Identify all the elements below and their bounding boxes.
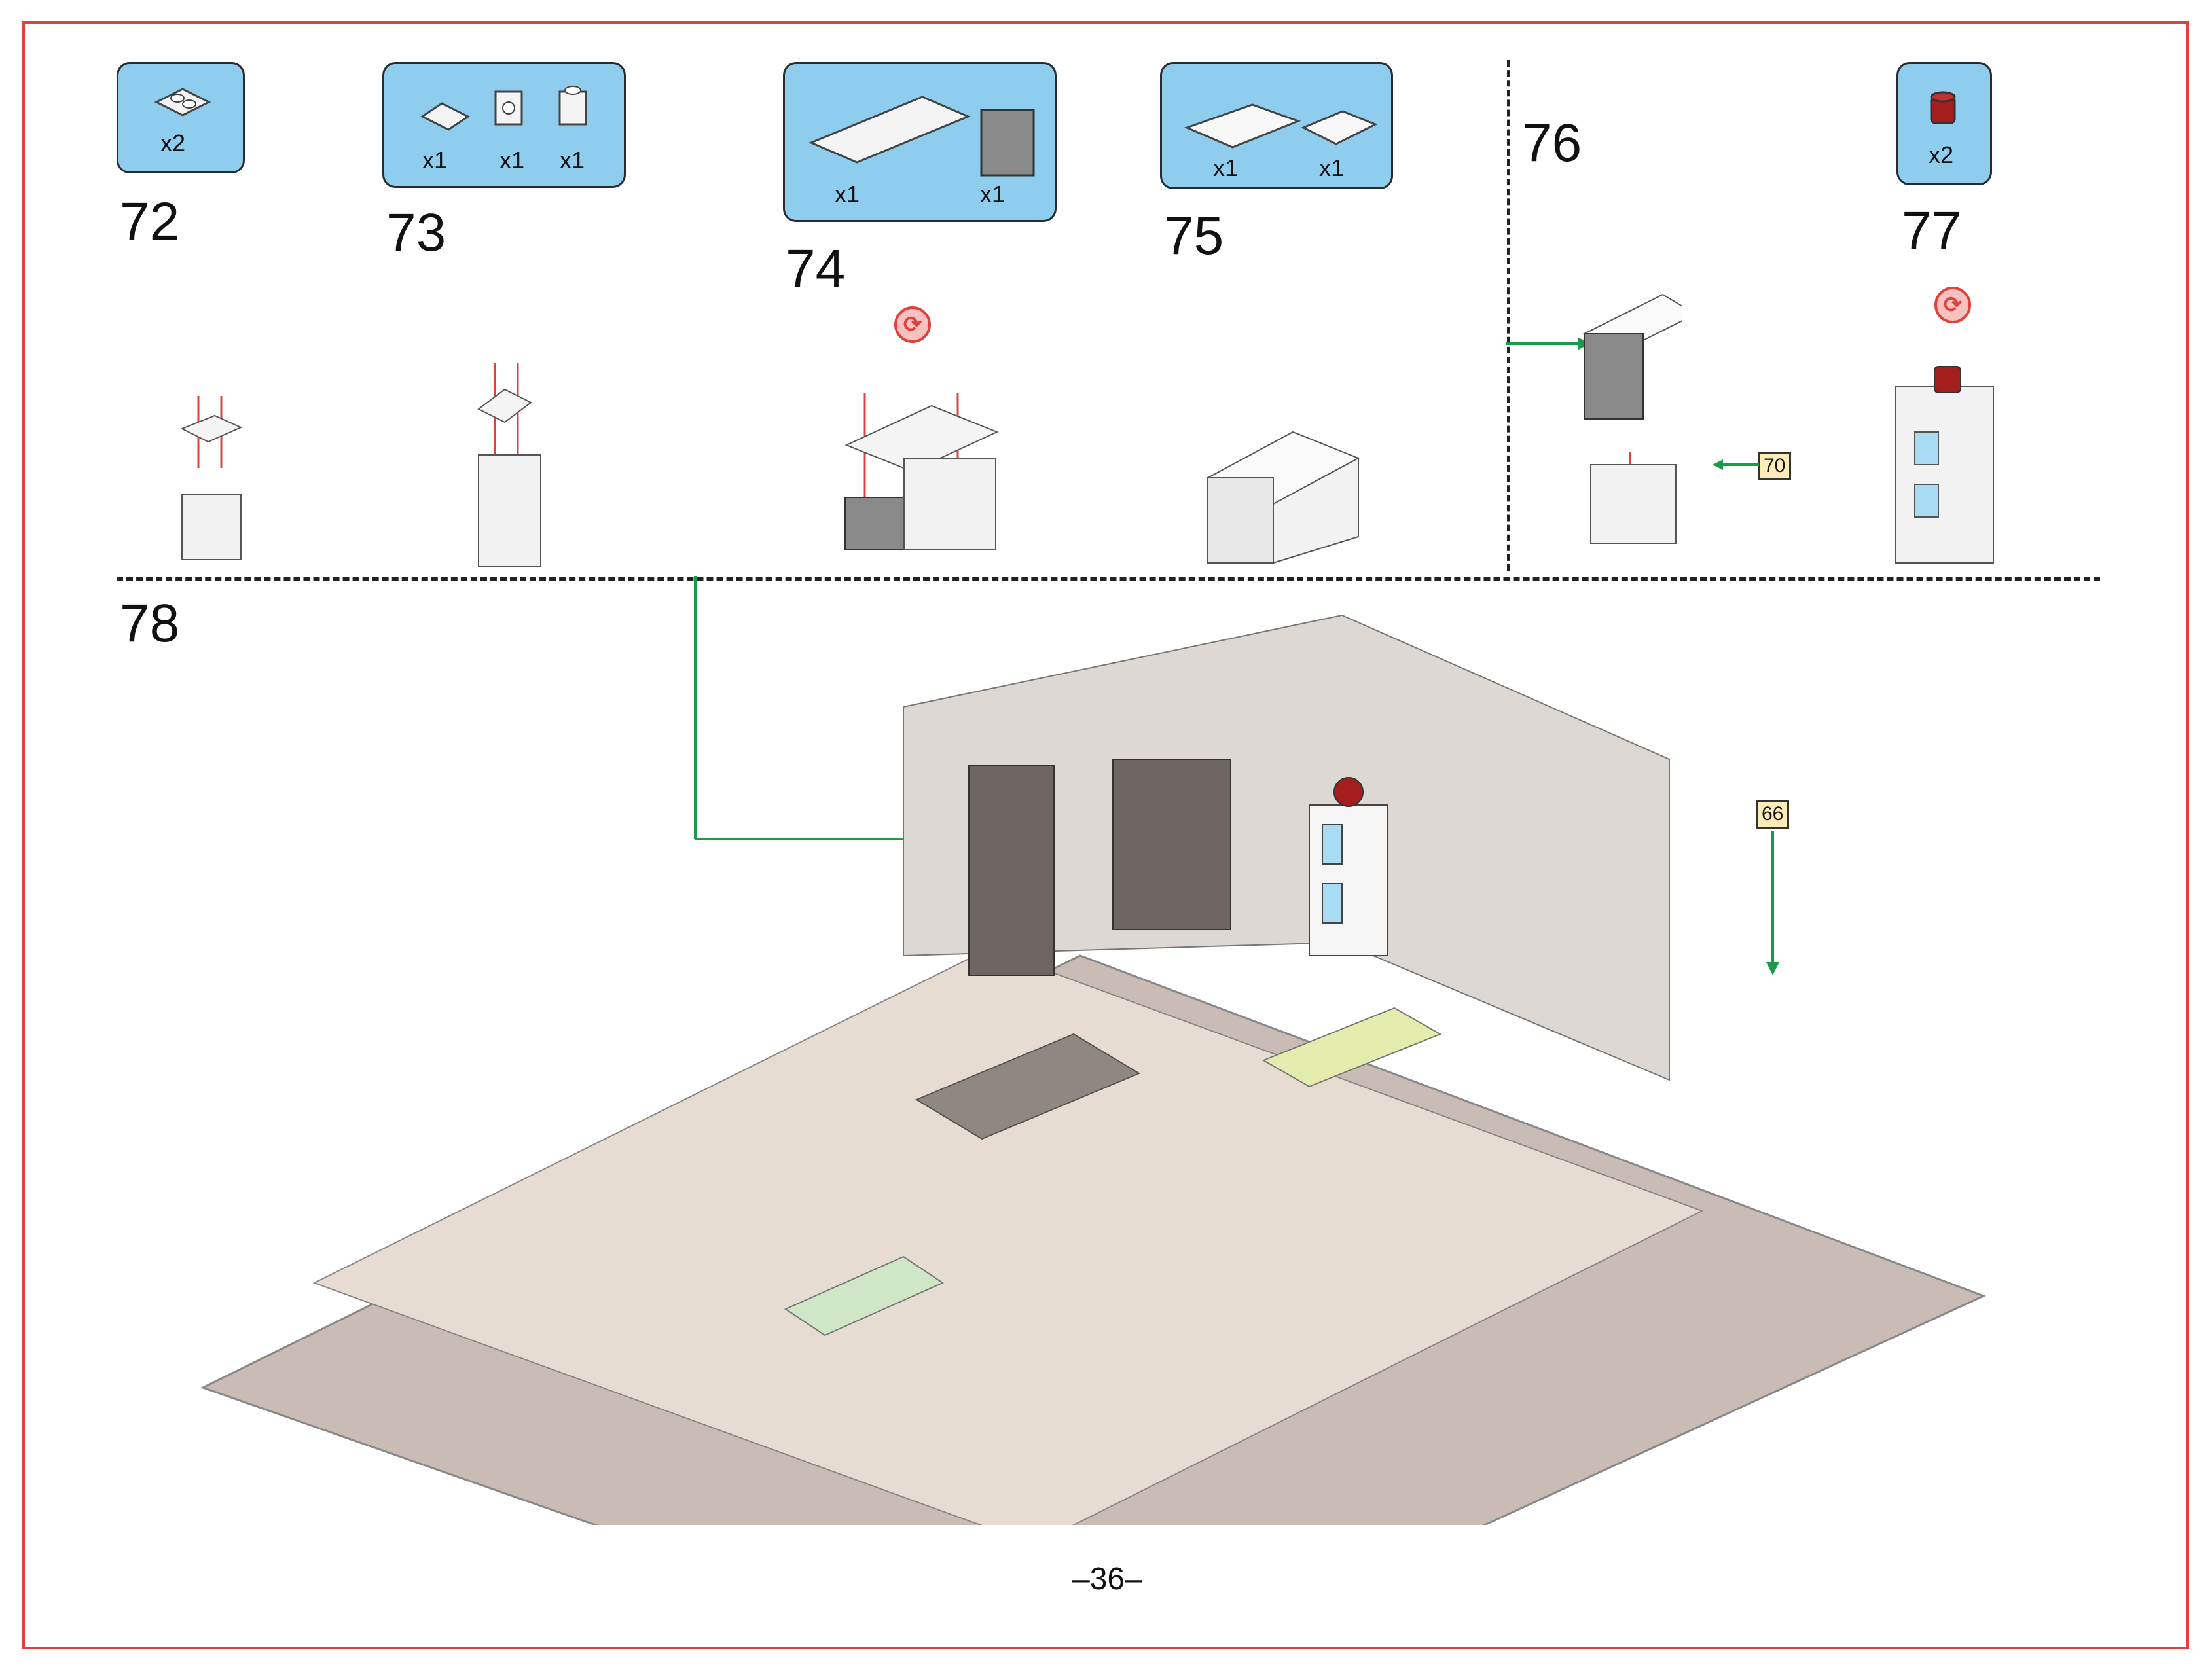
tile-2x2-icon — [1301, 110, 1378, 145]
step-72-model-illustration — [180, 396, 243, 560]
step-76-model-illustration — [1506, 293, 1682, 544]
step-73-model-illustration — [477, 363, 541, 567]
part-qty: x1 — [1213, 154, 1239, 181]
part-qty: x1 — [499, 147, 525, 173]
rotate-icon: ⟳ — [1934, 287, 1971, 323]
plate-2x6-icon — [808, 96, 971, 164]
part-qty: x1 — [422, 147, 448, 173]
page-number: –36– — [1072, 1562, 1142, 1596]
step-number-78: 78 — [120, 594, 180, 653]
red-cup-icon — [1930, 91, 1956, 124]
brick-2x2-dark-icon — [980, 109, 1035, 177]
step-78-model-illustration — [200, 576, 1986, 1525]
step-number-76: 76 — [1522, 113, 1582, 173]
part-qty: x2 — [160, 130, 186, 156]
step-number-75: 75 — [1164, 206, 1224, 266]
rotate-icon: ⟳ — [894, 306, 931, 343]
step-74-model-illustration — [844, 393, 999, 550]
slope-tile-icon — [420, 102, 470, 131]
parts-box-75: x1 x1 — [1160, 62, 1393, 189]
green-arrow — [1713, 459, 1759, 470]
part-qty: x1 — [1319, 154, 1345, 181]
part-qty: x1 — [980, 181, 1006, 207]
step-75-model-illustration — [1206, 431, 1360, 564]
brick-1x1-icon — [558, 86, 587, 126]
part-qty: x2 — [1929, 141, 1954, 168]
reference-tag-70: 70 — [1758, 452, 1792, 480]
step-divider-horizontal — [117, 577, 2100, 581]
step-number-77: 77 — [1902, 201, 1962, 261]
step-number-72: 72 — [120, 192, 180, 251]
parts-box-74: x1 x1 — [783, 62, 1057, 222]
parts-box-73: x1 x1 x1 — [382, 62, 626, 188]
step-divider-vertical — [1507, 60, 1510, 571]
parts-box-72: x2 — [117, 62, 245, 173]
step-number-74: 74 — [786, 239, 846, 298]
part-qty: x1 — [835, 181, 860, 207]
reference-tag-66: 66 — [1756, 800, 1790, 829]
plate-1x2-icon — [154, 88, 211, 117]
step-number-73: 73 — [386, 203, 446, 262]
step-77-model-illustration — [1895, 366, 1994, 564]
tile-2x4-icon — [1184, 103, 1301, 149]
parts-box-77: x2 — [1896, 62, 1992, 185]
brick-side-stud-icon — [494, 90, 523, 126]
page-frame — [22, 21, 2189, 1649]
part-qty: x1 — [560, 147, 585, 173]
